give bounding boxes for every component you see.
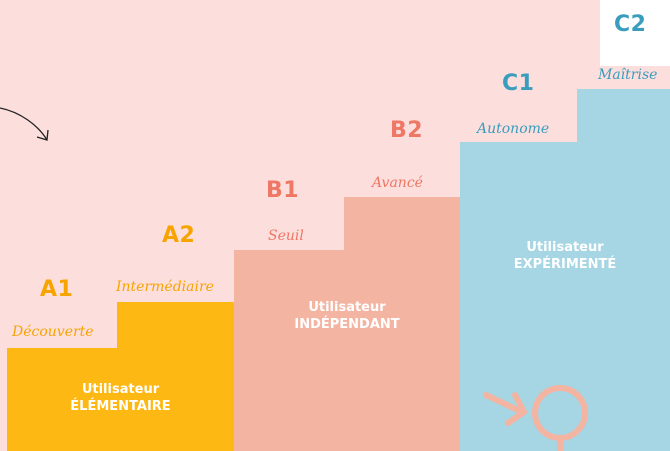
group-experienced: Utilisateur EXPÉRIMENTÉ [460,239,670,273]
group-independent: Utilisateur INDÉPENDANT [234,299,460,333]
group-elementary-line2: ÉLÉMENTAIRE [70,399,171,414]
step-b2 [344,197,460,257]
group-independent-line1: Utilisateur [308,300,386,315]
level-code-c2: C2 [614,12,647,37]
level-code-b2: B2 [390,118,424,143]
group-experienced-line1: Utilisateur [526,240,604,255]
level-label-b1: Seuil [268,228,304,244]
level-label-a1: Découverte [12,324,94,340]
level-code-a2: A2 [162,223,196,248]
group-elementary-line1: Utilisateur [81,382,160,397]
step-a2 [117,302,234,362]
level-code-a1: A1 [40,277,74,302]
level-label-a2: Intermédiaire [116,279,214,295]
step-a1 [7,348,234,451]
level-label-b2: Avancé [372,175,423,191]
level-code-b1: B1 [266,178,300,203]
group-elementary: Utilisateur ÉLÉMENTAIRE [7,381,234,415]
step-c2 [577,89,670,149]
group-independent-line2: INDÉPENDANT [294,317,400,332]
level-label-c2: Maîtrise [598,67,658,83]
group-experienced-line2: EXPÉRIMENTÉ [513,257,617,272]
step-b1 [234,250,460,451]
level-code-c1: C1 [502,71,535,96]
level-label-c1: Autonome [477,121,550,137]
